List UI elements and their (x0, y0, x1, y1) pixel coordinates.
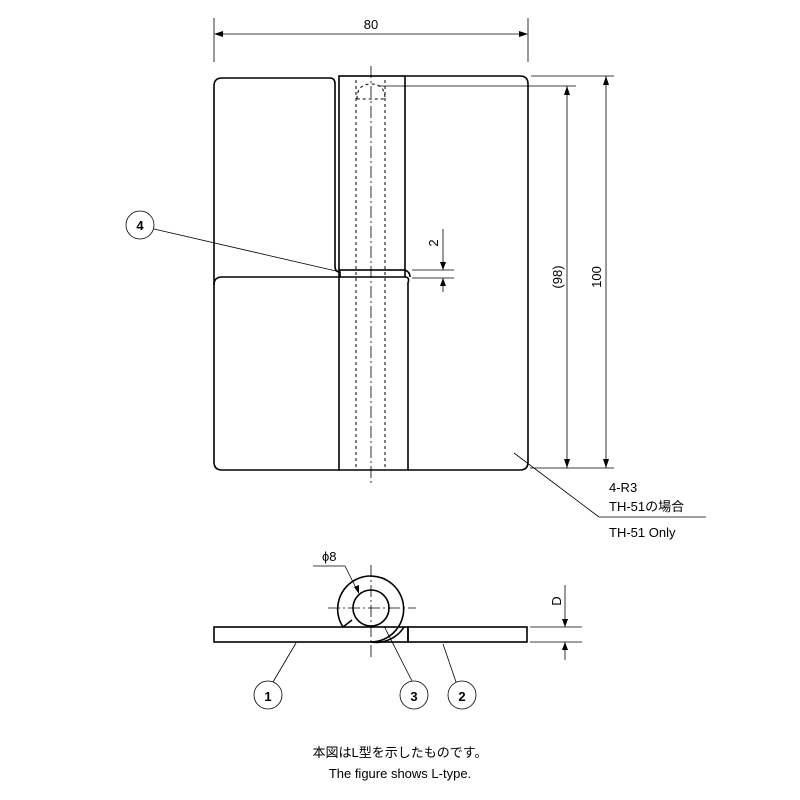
callout-4: 4 (125, 210, 337, 272)
lower-knuckle (338, 269, 411, 471)
caption-en: The figure shows L-type. (329, 766, 471, 781)
thickness-dimension: D (549, 596, 564, 605)
callout-1: 1 (264, 689, 271, 704)
svg-text:4: 4 (136, 218, 144, 233)
callout-2: 2 (458, 689, 465, 704)
gap-dimension: 2 (426, 239, 441, 246)
height-dimension: 100 (589, 266, 604, 288)
diameter-dimension: ϕ8 (322, 549, 337, 564)
ref-height-dimension: (98) (550, 265, 565, 288)
callout-3: 3 (410, 689, 417, 704)
svg-text:4-R3: 4-R3 (609, 480, 637, 495)
left-leaf (213, 77, 341, 471)
radius-note: 4-R3 TH-51の場合 TH-51 Only (513, 452, 706, 540)
width-dimension: 80 (364, 17, 378, 32)
svg-text:TH-51 Only: TH-51 Only (609, 525, 676, 540)
dimensions: 80 (98) 100 2 (213, 17, 614, 469)
side-view: ϕ8 D (213, 549, 582, 660)
top-view (213, 66, 529, 484)
callouts: 1 3 2 (253, 625, 477, 710)
caption-jp: 本図はL型を示したものです。 (313, 745, 488, 760)
right-leaf (405, 75, 529, 471)
upper-knuckle (338, 75, 406, 271)
svg-text:TH-51の場合: TH-51の場合 (609, 499, 684, 514)
